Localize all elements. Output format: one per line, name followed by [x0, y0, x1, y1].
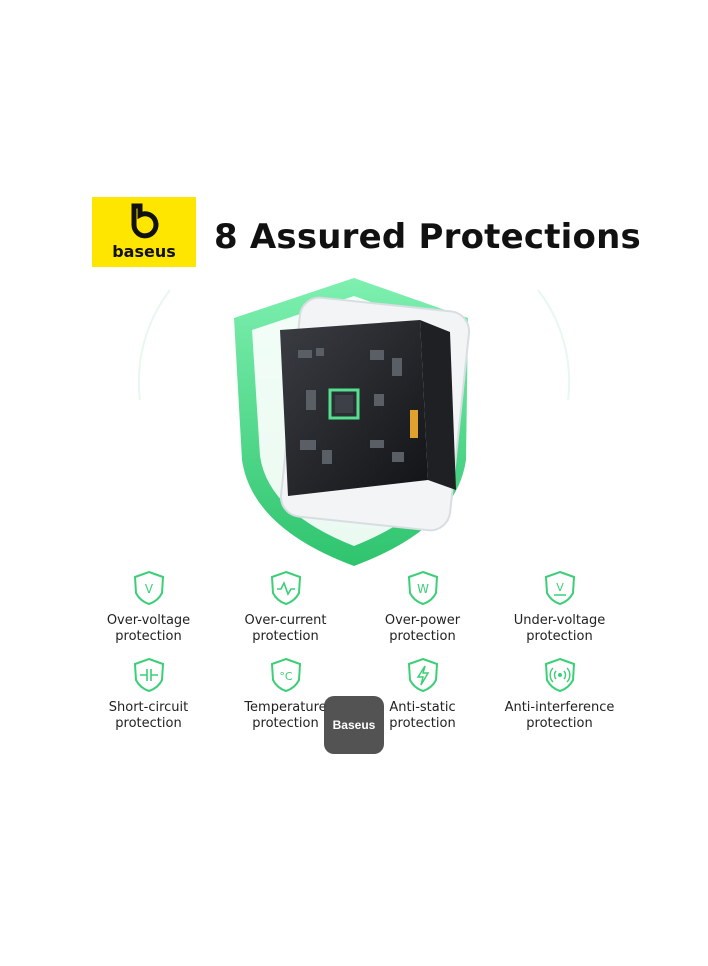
page-title: 8 Assured Protections — [214, 217, 641, 257]
svg-text:V: V — [556, 581, 564, 594]
shield-signal-icon — [544, 657, 575, 693]
protection-line1: Anti-interference — [504, 700, 615, 715]
protection-line2: protection — [389, 629, 456, 644]
protection-line1: Under-voltage — [513, 613, 606, 628]
protection-line1: Short-circuit — [108, 700, 189, 715]
protection-line1: Anti-static — [389, 700, 456, 715]
watermark-text: Baseus — [332, 718, 376, 732]
protection-line1: Temperature — [244, 700, 327, 715]
protection-line2: protection — [526, 716, 593, 731]
svg-text:°C: °C — [279, 670, 293, 683]
svg-text:V: V — [144, 582, 153, 596]
shield-bolt-icon — [407, 657, 438, 693]
shield-v-icon: V — [133, 570, 164, 606]
baseus-logo: baseus — [92, 197, 196, 267]
protection-line2: protection — [115, 716, 182, 731]
shield-under-v-icon: V — [544, 570, 575, 606]
protection-line2: protection — [389, 716, 456, 731]
protection-line2: protection — [526, 629, 593, 644]
protection-line1: Over-voltage — [106, 613, 191, 628]
protection-line1: Over-power — [384, 613, 461, 628]
baseus-b-icon: baseus — [112, 203, 176, 261]
shield-capacitor-icon — [133, 657, 164, 693]
svg-text:baseus: baseus — [112, 242, 176, 261]
baseus-watermark: Baseus — [324, 696, 384, 754]
shield-w-icon: W — [407, 570, 438, 606]
protection-line2: protection — [252, 629, 319, 644]
protection-line1: Over-current — [244, 613, 327, 628]
shield-celsius-icon: °C — [270, 657, 301, 693]
charger-shield-illustration — [137, 278, 571, 566]
protection-line2: protection — [252, 716, 319, 731]
protection-line2: protection — [115, 629, 182, 644]
svg-text:W: W — [417, 582, 429, 596]
shield-pulse-icon — [270, 570, 301, 606]
